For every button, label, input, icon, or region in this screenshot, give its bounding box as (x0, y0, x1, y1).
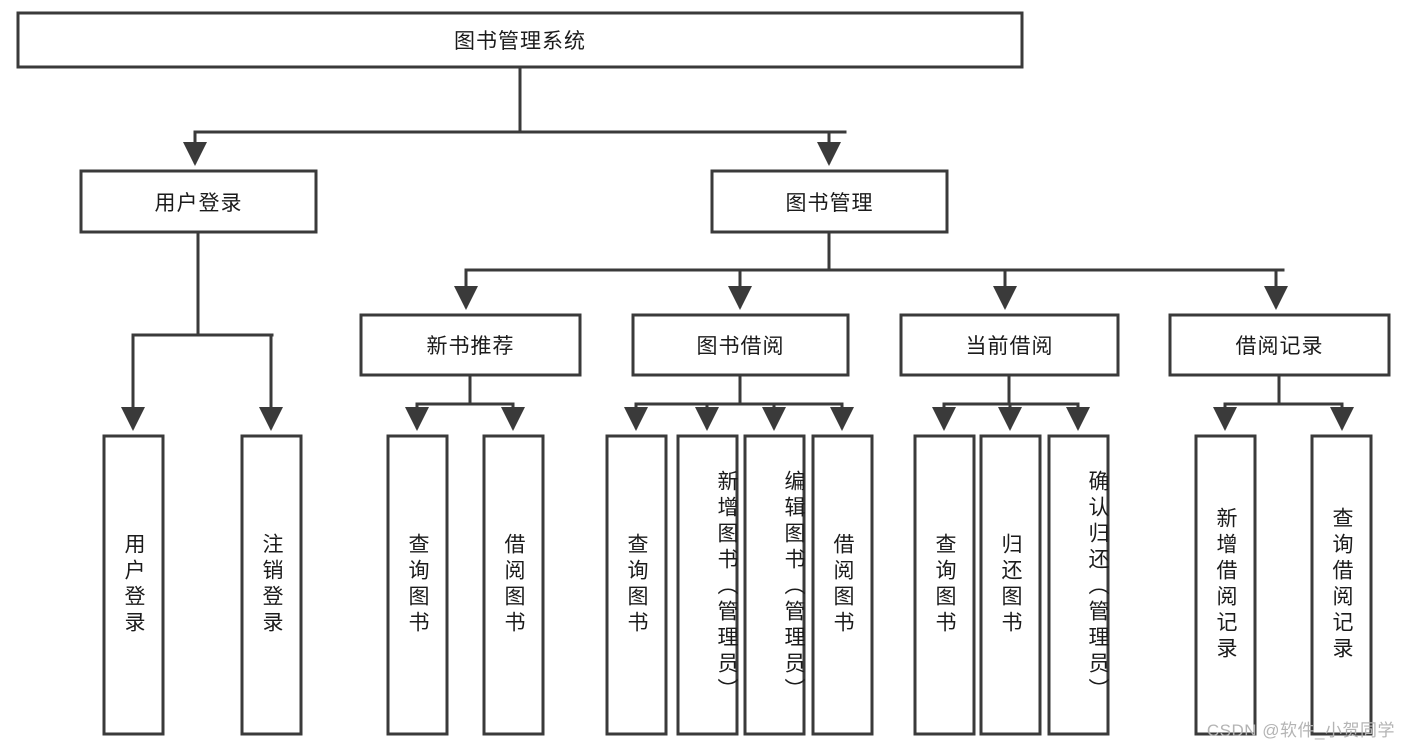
node-current-borrow[interactable] (899, 313, 1120, 377)
node-user-login[interactable] (79, 169, 318, 234)
connector-newbook-to-leaves (405, 373, 525, 431)
leaf-book-borrow-2[interactable] (743, 434, 806, 736)
leaf-current-borrow-2[interactable] (1047, 434, 1110, 736)
leaf-current-borrow-1[interactable] (979, 434, 1042, 736)
leaf-new-book-1[interactable] (482, 434, 545, 736)
connector-bookborrow-to-leaves (624, 373, 854, 431)
leaf-borrow-record-0[interactable] (1194, 434, 1257, 736)
leaf-book-borrow-3[interactable] (811, 434, 874, 736)
leaf-book-borrow-0[interactable] (605, 434, 668, 736)
leaf-user-login-1[interactable] (240, 434, 303, 736)
connector-userlogin-to-leaves (121, 230, 283, 431)
node-book-management[interactable] (710, 169, 949, 234)
leaf-new-book-0[interactable] (386, 434, 449, 736)
leaf-book-borrow-1[interactable] (676, 434, 739, 736)
watermark-text: CSDN @软件_小贺同学 (1206, 721, 1395, 740)
node-new-book-recommend[interactable] (359, 313, 582, 377)
connector-borrowrecord-to-leaves (1213, 373, 1354, 431)
connector-bookmgmt-to-level3 (454, 230, 1288, 310)
leaf-borrow-record-1[interactable] (1310, 434, 1373, 736)
node-book-borrow[interactable] (631, 313, 850, 377)
connector-root-to-level2 (183, 65, 847, 166)
connector-currentborrow-to-leaves (932, 373, 1090, 431)
node-root[interactable] (16, 11, 1024, 69)
node-borrow-record[interactable] (1168, 313, 1391, 377)
leaf-current-borrow-0[interactable] (913, 434, 976, 736)
leaf-user-login-0[interactable] (102, 434, 165, 736)
